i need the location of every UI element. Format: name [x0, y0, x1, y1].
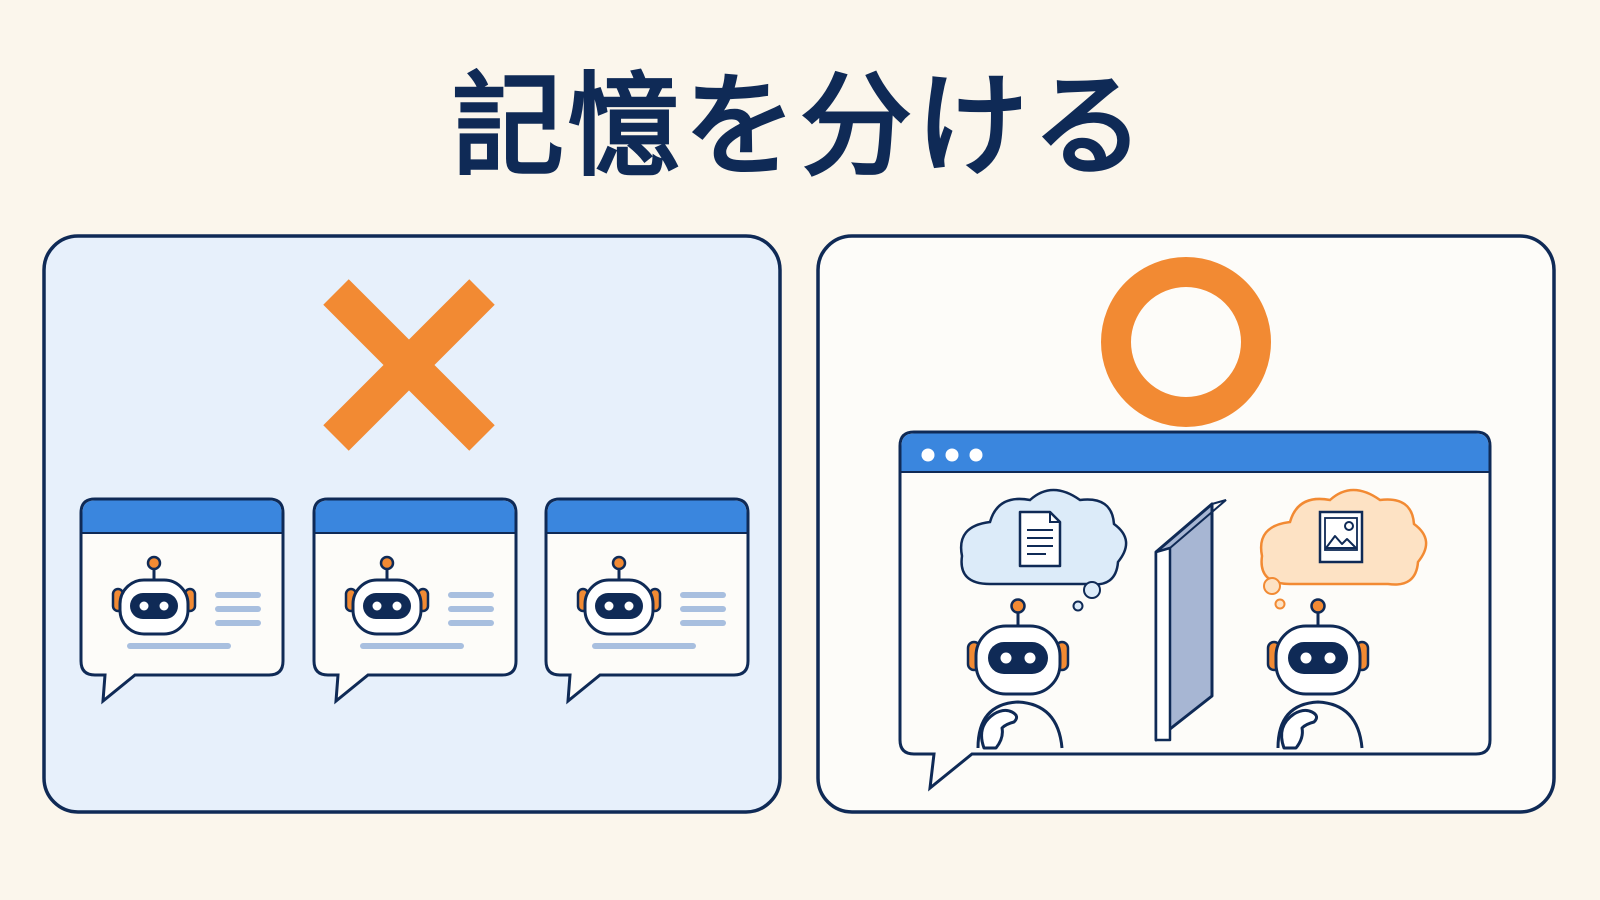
window-dot — [921, 448, 935, 462]
chat-window-2 — [314, 499, 516, 701]
document-icon — [1018, 510, 1062, 568]
window-dot — [945, 448, 959, 462]
bad-panel — [42, 234, 782, 814]
chat-window-3 — [546, 499, 748, 701]
thought-cloud-document — [959, 488, 1128, 612]
window-dot — [969, 448, 983, 462]
good-panel — [816, 234, 1556, 814]
image-icon — [1318, 510, 1364, 564]
thought-cloud-image — [1259, 488, 1428, 610]
cross-mark — [323, 279, 495, 451]
circle-mark — [1101, 257, 1271, 427]
page-title: 記憶を分ける — [452, 62, 1148, 192]
chat-window-1 — [81, 499, 283, 701]
wall-divider — [1154, 499, 1227, 742]
